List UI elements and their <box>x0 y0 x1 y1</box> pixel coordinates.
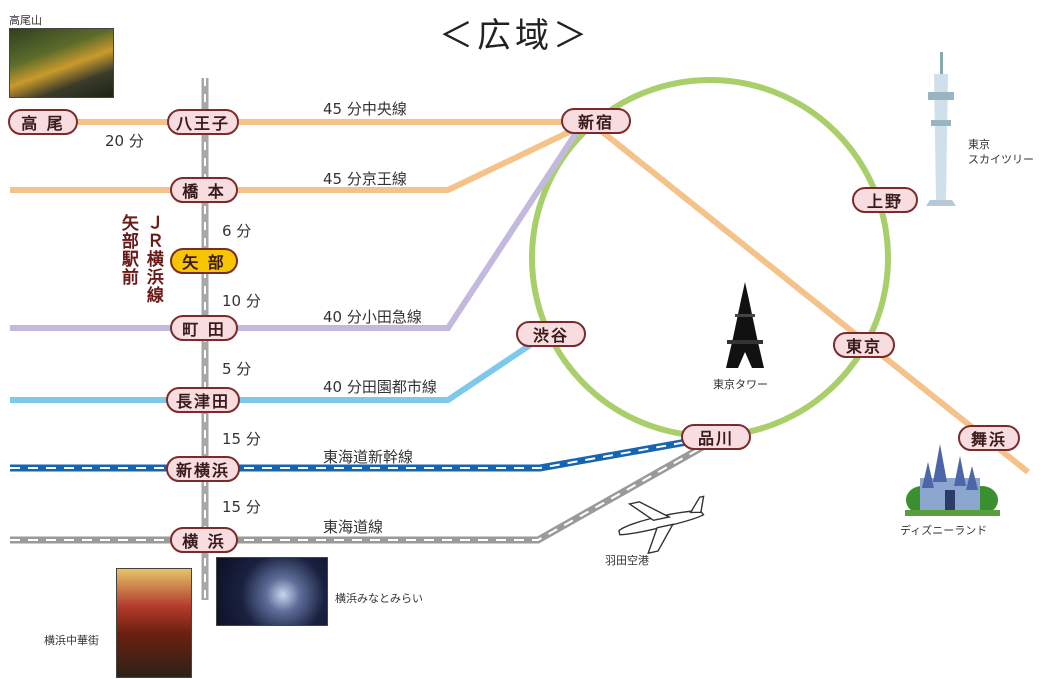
airplane-icon <box>618 495 705 555</box>
skytree-icon <box>926 52 956 206</box>
label-chuo-line: 45 分中央線 <box>323 100 407 118</box>
station-ueno[interactable]: 上野 <box>852 187 918 213</box>
caption-tokyo-tower: 東京タワー <box>713 378 768 391</box>
station-shibuya[interactable]: 渋谷 <box>516 321 586 347</box>
caption-minatomirai: 横浜みなとみらい <box>335 592 423 605</box>
station-shinagawa[interactable]: 品川 <box>681 424 751 450</box>
disney-castle-icon <box>905 444 1000 516</box>
station-yokohama[interactable]: 横 浜 <box>170 527 238 553</box>
caption-disney: ディズニーランド <box>900 524 988 537</box>
station-yabe[interactable]: 矢 部 <box>170 248 238 274</box>
label-shinkansen-line: 東海道新幹線 <box>323 448 414 466</box>
time-takao-hachioji: 20 分 <box>105 132 144 150</box>
station-maihama[interactable]: 舞浜 <box>958 425 1020 451</box>
label-odakyu-line: 40 分小田急線 <box>323 308 422 326</box>
odakyu-line <box>10 128 581 331</box>
minatomirai-photo <box>216 557 328 626</box>
keio-line <box>10 119 592 193</box>
caption-haneda: 羽田空港 <box>605 554 649 567</box>
caption-skytree: 東京 スカイツリー <box>968 138 1034 166</box>
time-shinyokohama-yokohama: 15 分 <box>222 498 261 516</box>
chukagai-photo <box>116 568 192 678</box>
station-nagatsuta[interactable]: 長津田 <box>166 387 240 413</box>
takaosan-photo <box>9 28 114 98</box>
label-denentoshi-line: 40 分田園都市線 <box>323 378 437 396</box>
map-title: ＜広域＞ <box>439 16 591 56</box>
time-machida-nagatsuta: 5 分 <box>222 360 252 378</box>
station-hachioji[interactable]: 八王子 <box>167 109 239 135</box>
station-takao[interactable]: 高 尾 <box>8 109 78 135</box>
station-shinyokohama[interactable]: 新横浜 <box>166 456 240 482</box>
jr-yokohama-line-label: ＪＲ横浜線 <box>142 214 163 304</box>
keiyo-line <box>588 119 1030 475</box>
tokyo-tower-icon <box>726 282 764 368</box>
time-hashimoto-yabe: 6 分 <box>222 222 252 240</box>
caption-chukagai: 横浜中華街 <box>44 634 99 647</box>
label-tokaido-line: 東海道線 <box>323 518 384 536</box>
caption-takaosan: 高尾山 <box>9 14 42 27</box>
station-shinjuku[interactable]: 新宿 <box>561 108 631 134</box>
time-nagatsuta-shinyokohama: 15 分 <box>222 430 261 448</box>
label-keio-line: 45 分京王線 <box>323 170 407 188</box>
station-machida[interactable]: 町 田 <box>170 315 238 341</box>
time-yabe-machida: 10 分 <box>222 292 261 310</box>
station-tokyo[interactable]: 東京 <box>833 332 895 358</box>
denentoshi-line <box>10 330 550 403</box>
yabe-ekimae-label: 矢部駅前 <box>117 214 138 286</box>
station-hashimoto[interactable]: 橋 本 <box>170 177 238 203</box>
